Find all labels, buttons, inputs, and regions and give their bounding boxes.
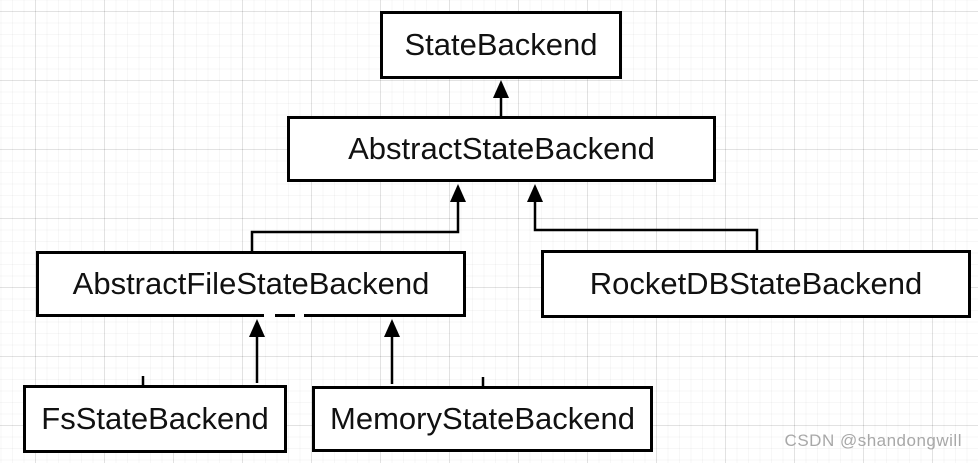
node-label: AbstractFileStateBackend bbox=[72, 266, 430, 301]
arrowhead-up-icon bbox=[249, 319, 265, 337]
node-label: AbstractStateBackend bbox=[348, 131, 655, 166]
border-gap-patch bbox=[264, 313, 275, 320]
node-state-backend: StateBackend bbox=[380, 11, 622, 79]
node-label: StateBackend bbox=[404, 27, 598, 62]
node-label: FsStateBackend bbox=[41, 401, 269, 436]
node-rocket-db-state-backend: RocketDBStateBackend bbox=[541, 250, 971, 318]
arrowhead-up-icon bbox=[384, 319, 400, 337]
arrowhead-up-icon bbox=[450, 184, 466, 202]
border-gap-patch bbox=[295, 313, 304, 320]
node-memory-state-backend: MemoryStateBackend bbox=[312, 386, 653, 452]
watermark: CSDN @shandongwill bbox=[784, 431, 962, 450]
node-label: RocketDBStateBackend bbox=[589, 266, 923, 301]
edge-abstractfile-to-abstractstate bbox=[250, 201, 460, 251]
node-abstract-file-state-backend: AbstractFileStateBackend bbox=[36, 251, 466, 317]
node-label: MemoryStateBackend bbox=[330, 401, 635, 436]
arrowhead-up-icon bbox=[493, 80, 509, 98]
node-abstract-state-backend: AbstractStateBackend bbox=[287, 116, 716, 182]
edge-rocketdb-to-abstractstate bbox=[533, 201, 759, 250]
node-fs-state-backend: FsStateBackend bbox=[23, 385, 287, 453]
arrowhead-up-icon bbox=[527, 184, 543, 202]
